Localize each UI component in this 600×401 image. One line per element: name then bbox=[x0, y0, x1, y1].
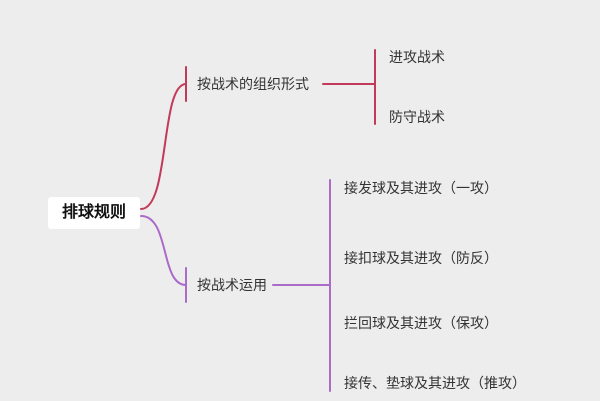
connector-root-to-bottom-branch bbox=[140, 215, 187, 286]
child-node-serve-receive-first-attack[interactable]: 接发球及其进攻（一攻） bbox=[344, 180, 498, 196]
branch-node-tactic-organization-form[interactable]: 按战术的组织形式 bbox=[197, 76, 309, 92]
child-node-defense-tactics[interactable]: 防守战术 bbox=[389, 109, 445, 125]
child-node-spike-receive-counter-attack[interactable]: 接扣球及其进攻（防反） bbox=[344, 250, 498, 266]
connector-root-to-top-branch bbox=[140, 83, 187, 210]
branch-node-tactic-application[interactable]: 按战术运用 bbox=[197, 277, 267, 293]
child-node-pass-dig-push-attack[interactable]: 接传、垫球及其进攻（推攻） bbox=[344, 375, 526, 391]
root-node-volleyball-rules[interactable]: 排球规则 bbox=[48, 197, 141, 229]
child-node-block-cover-attack[interactable]: 拦回球及其进攻（保攻） bbox=[344, 315, 498, 331]
child-node-attack-tactics[interactable]: 进攻战术 bbox=[389, 49, 445, 65]
